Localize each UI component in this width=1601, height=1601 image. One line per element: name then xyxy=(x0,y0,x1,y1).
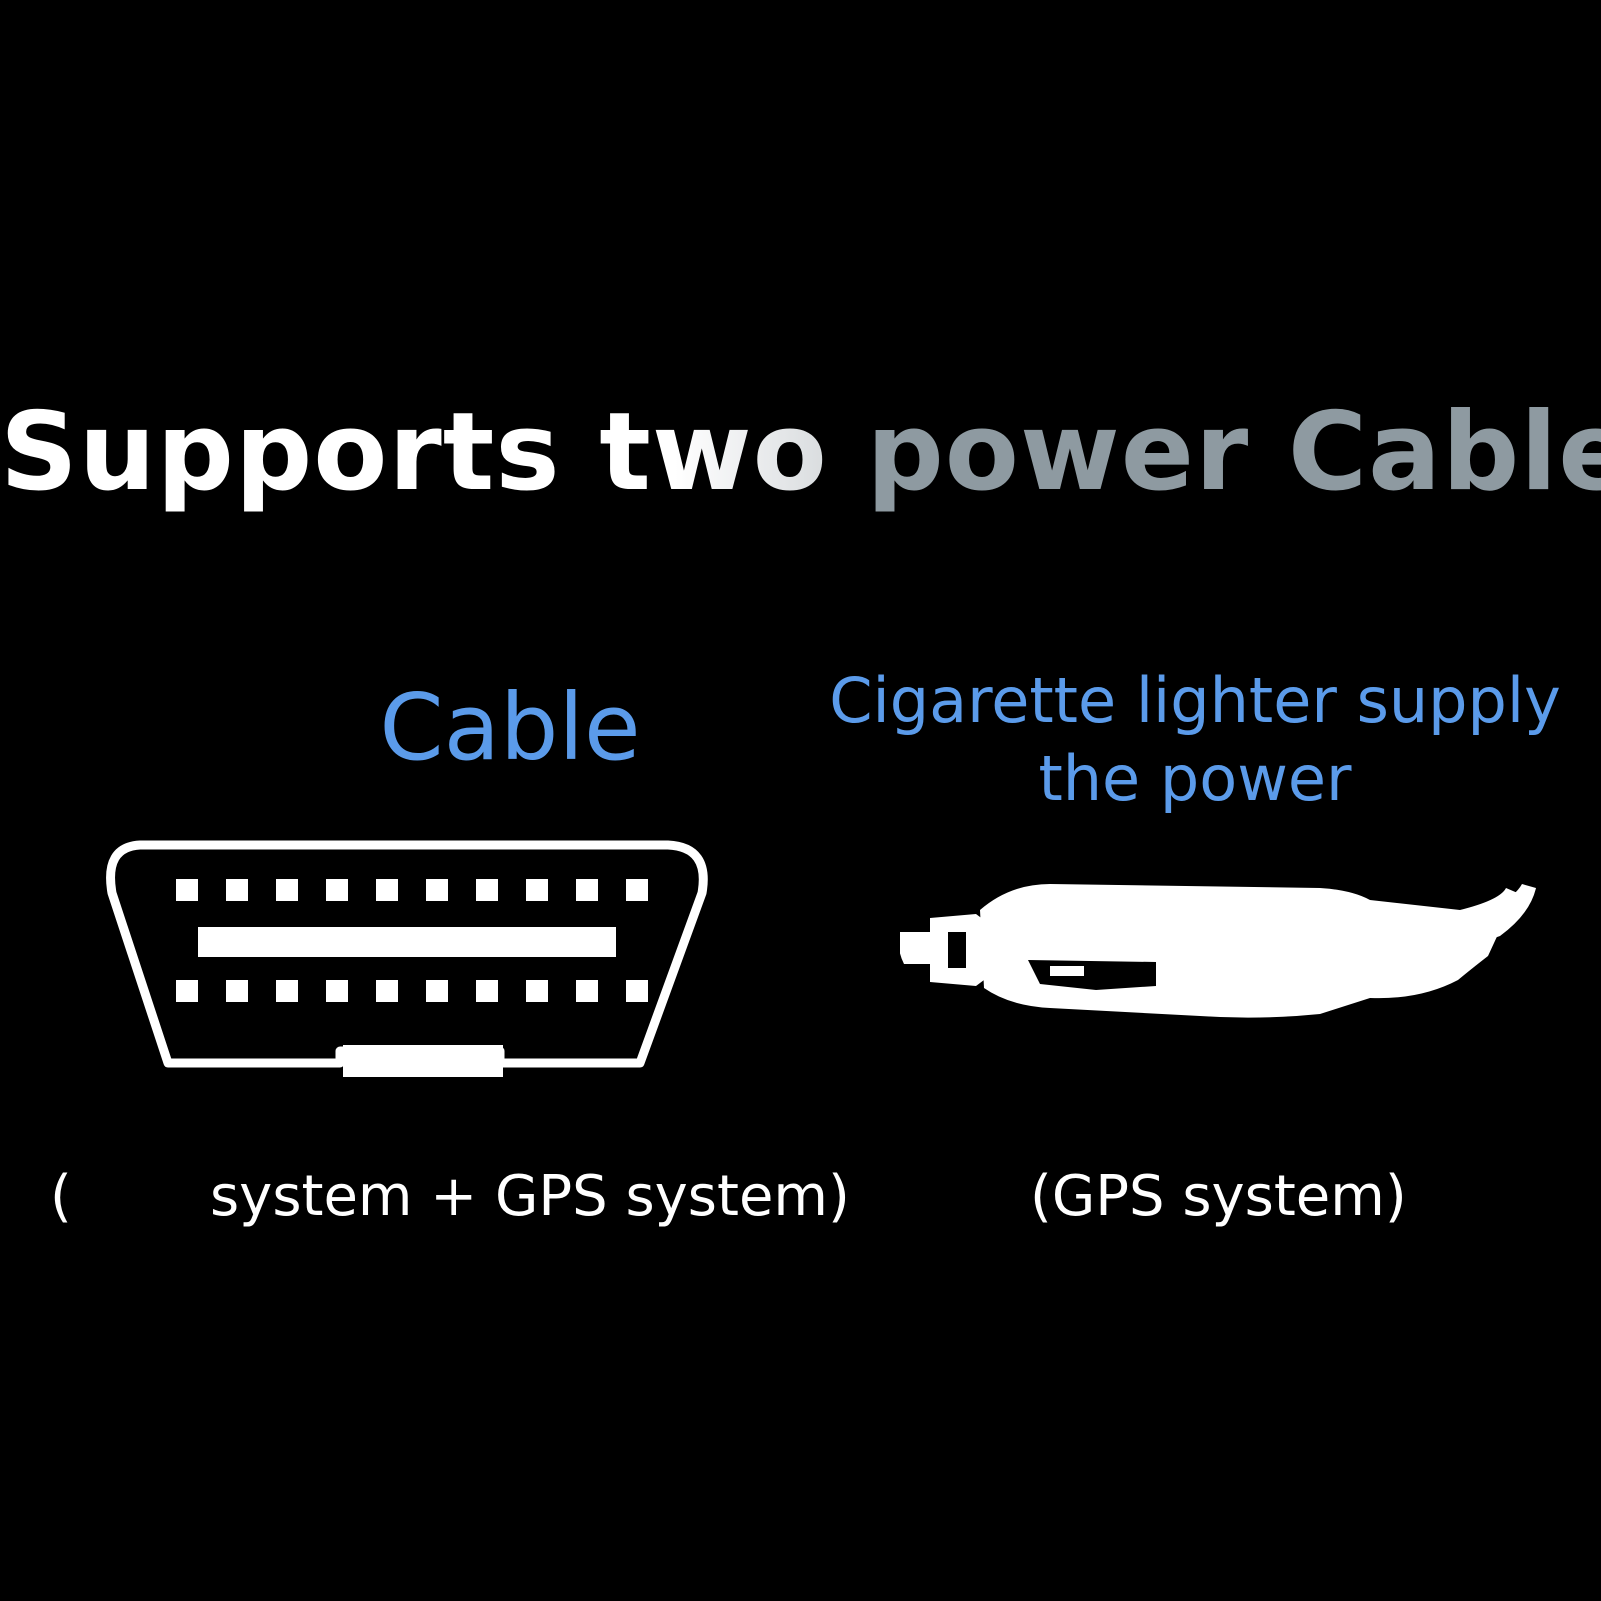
title-part-grey: power Cable xyxy=(866,390,1601,515)
obd-pin xyxy=(226,980,248,1002)
obd-pin xyxy=(276,879,298,901)
lighter-plug-body xyxy=(980,884,1520,1018)
obd-pin xyxy=(326,980,348,1002)
obd-pin xyxy=(626,879,648,901)
obd-pin xyxy=(376,980,398,1002)
obd-pin xyxy=(326,879,348,901)
obd-pin xyxy=(176,879,198,901)
obd-pin xyxy=(576,980,598,1002)
obd-caption-open-paren: ( xyxy=(50,1164,72,1229)
obd-connector-icon xyxy=(106,840,708,1077)
obd-pin xyxy=(476,879,498,901)
title-part-white: Supports two xyxy=(0,390,867,515)
obd-pin xyxy=(276,980,298,1002)
obd-caption: system + GPS system) xyxy=(210,1164,850,1229)
page-title: Supports two power Cable xyxy=(0,388,1601,518)
lighter-label: Cigarette lighter supply the power xyxy=(820,662,1570,817)
lighter-plug-cable xyxy=(1460,884,1536,950)
obd-center-bar xyxy=(198,927,616,957)
obd-connector-tab xyxy=(343,1045,503,1077)
obd-pin xyxy=(176,980,198,1002)
obd-pin xyxy=(476,980,498,1002)
lighter-plug-detail-mark xyxy=(1050,966,1084,976)
cigarette-lighter-plug-icon xyxy=(900,884,1536,1018)
obd-pin xyxy=(426,879,448,901)
obd-bottom-pins xyxy=(176,980,648,1002)
obd-pin xyxy=(376,879,398,901)
obd-cable-label: Cable xyxy=(379,674,641,781)
obd-pin xyxy=(526,980,548,1002)
obd-pin xyxy=(426,980,448,1002)
obd-pin xyxy=(626,980,648,1002)
obd-pin xyxy=(576,879,598,901)
lighter-label-line2: the power xyxy=(1038,741,1352,815)
obd-top-pins xyxy=(176,879,648,901)
lighter-caption: (GPS system) xyxy=(1030,1164,1407,1229)
lighter-plug-tip xyxy=(900,932,936,964)
lighter-plug-neck-slot xyxy=(948,932,966,968)
obd-pin xyxy=(526,879,548,901)
lighter-label-line1: Cigarette lighter supply xyxy=(829,664,1561,737)
obd-pin xyxy=(226,879,248,901)
